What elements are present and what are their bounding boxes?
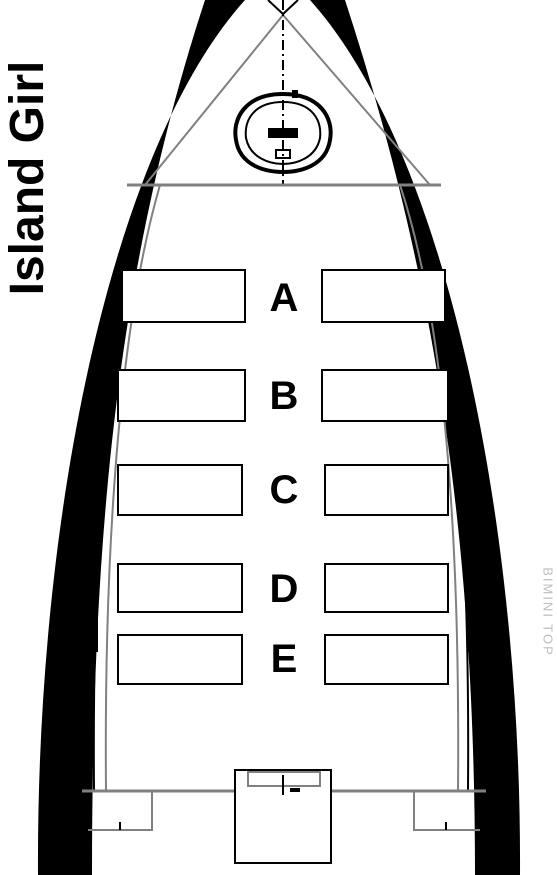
stern-bracket-left [88, 791, 153, 831]
seat-a-right[interactable] [321, 269, 446, 323]
seat-e-left[interactable] [117, 634, 243, 685]
anchor-winch-icon [233, 90, 333, 175]
deck-line-left [92, 184, 151, 791]
row-label-d: D [269, 567, 299, 611]
seat-b-right[interactable] [321, 369, 449, 422]
seat-b-left[interactable] [117, 369, 246, 422]
row-label-c: C [269, 468, 299, 512]
cleat-right-upper [462, 440, 471, 453]
row-label-a: A [269, 276, 299, 320]
cleat-right [468, 618, 474, 652]
stern-bracket-right [413, 791, 480, 831]
console-mark [290, 788, 300, 792]
seat-a-left[interactable] [121, 269, 246, 323]
seat-e-right[interactable] [324, 634, 449, 685]
watermark-text: BIMINI TOP [540, 567, 556, 657]
seat-c-left[interactable] [117, 464, 243, 516]
bow-tip [267, 0, 299, 16]
boat-name-label: Island Girl [1, 60, 54, 296]
seat-d-left[interactable] [117, 563, 243, 613]
gunwale-line-left [104, 184, 161, 791]
bow-line-right [282, 14, 431, 186]
bow-line-left [144, 14, 284, 186]
cleat-left [92, 618, 98, 652]
seat-d-right[interactable] [324, 563, 449, 613]
hull-outline [37, 0, 521, 875]
seat-c-right[interactable] [324, 464, 449, 516]
gunwale-line-right [399, 184, 460, 791]
deck-line-right [409, 184, 470, 791]
row-label-b: B [269, 374, 299, 418]
row-label-e: E [270, 637, 298, 681]
